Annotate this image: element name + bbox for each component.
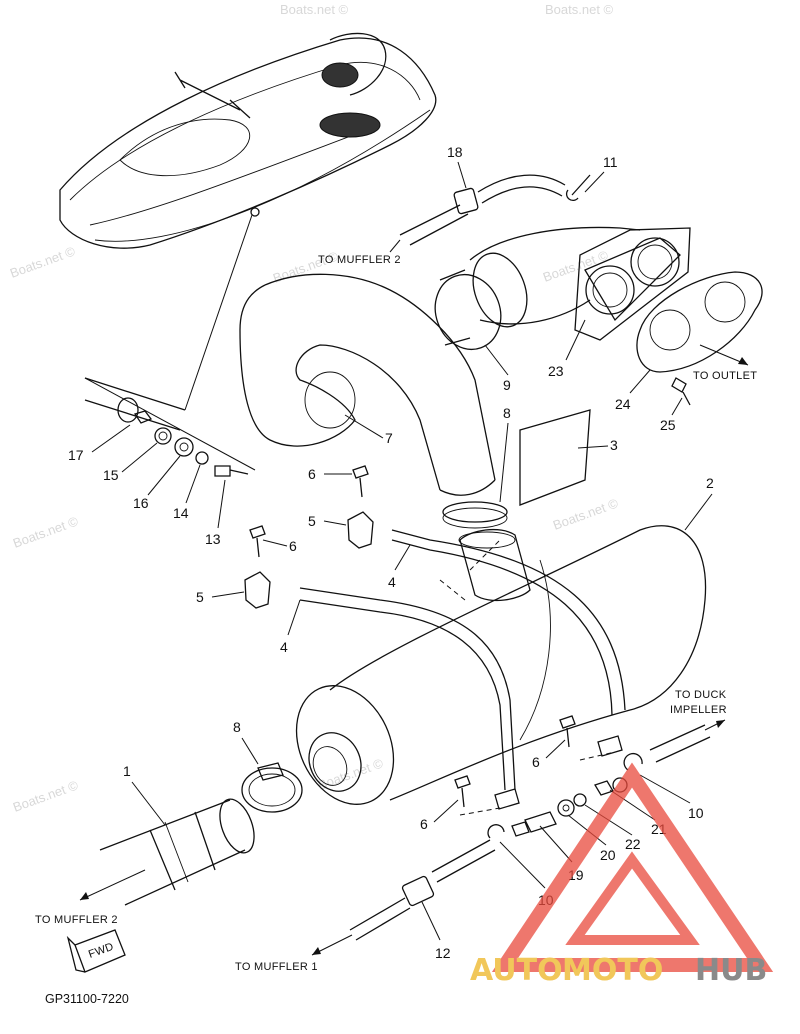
drawing-code: GP31100-7220 — [45, 992, 129, 1006]
callout-12: 12 — [435, 945, 451, 961]
exhaust-elbow — [434, 226, 691, 350]
callout-6a: 6 — [308, 466, 316, 482]
label-to-muffler-1: TO MUFFLER 1 — [235, 961, 318, 973]
watermark-text: Boats.net © — [11, 777, 81, 815]
hose-12 — [349, 839, 496, 941]
callout-20: 20 — [600, 847, 616, 863]
fwd-label: FWD — [87, 941, 115, 961]
callout-6b: 6 — [289, 538, 297, 554]
callout-10a: 10 — [688, 805, 704, 821]
watermark-text: Boats.net © — [8, 243, 78, 281]
muffler-2 — [295, 525, 707, 805]
callout-4b: 4 — [280, 639, 288, 655]
watermark-text: Boats.net © — [545, 2, 614, 17]
watermark-text: Boats.net © — [280, 2, 349, 17]
watermark-text: Boats.net © — [551, 495, 621, 533]
automotohub-logo: AUTO MOTO HUB — [470, 762, 774, 988]
callout-16: 16 — [133, 495, 149, 511]
pipe-1 — [99, 798, 255, 906]
callout-6c: 6 — [532, 754, 540, 770]
callout-2: 2 — [706, 475, 714, 491]
callout-17: 17 — [68, 447, 84, 463]
label-to-duck: TO DUCK — [675, 689, 727, 701]
left-fitting-assembly — [84, 377, 249, 477]
gasket-24 — [636, 271, 763, 373]
callout-22: 22 — [625, 836, 641, 852]
callout-5a: 5 — [308, 513, 316, 529]
callout-8: 8 — [503, 405, 511, 421]
callout-25: 25 — [660, 417, 676, 433]
watermarks: Boats.net © Boats.net © Boats.net © Boat… — [8, 2, 621, 815]
callout-18: 18 — [447, 144, 463, 160]
watercraft-illustration — [59, 32, 437, 249]
callout-15: 15 — [103, 467, 119, 483]
callout-7: 7 — [385, 430, 393, 446]
callout-13: 13 — [205, 531, 221, 547]
fwd-arrow: FWD — [66, 929, 126, 973]
callout-3: 3 — [610, 437, 618, 453]
exhaust-pipe-7 — [239, 273, 496, 496]
label-to-muffler-2-bottom: TO MUFFLER 2 — [35, 914, 118, 926]
callout-4a: 4 — [388, 574, 396, 590]
callout-5b: 5 — [196, 589, 204, 605]
callout-23: 23 — [548, 363, 564, 379]
callout-6d: 6 — [420, 816, 428, 832]
logo-auto-text: AUTO — [470, 953, 563, 988]
callout-24: 24 — [615, 396, 631, 412]
callout-9: 9 — [503, 377, 511, 393]
watermark-text: Boats.net © — [11, 513, 81, 551]
callout-1: 1 — [123, 763, 131, 779]
logo-hub-text: HUB — [695, 953, 767, 988]
watermark-text: Boats.net © — [541, 247, 611, 285]
label-to-muffler-2-top: TO MUFFLER 2 — [318, 254, 401, 266]
hose-18 — [399, 174, 566, 246]
callout-14: 14 — [173, 505, 189, 521]
callout-8b: 8 — [233, 719, 241, 735]
callout-11: 11 — [603, 154, 618, 170]
label-impeller: IMPELLER — [670, 704, 727, 716]
label-to-outlet: TO OUTLET — [693, 370, 757, 382]
logo-moto-text: MOTO — [562, 953, 663, 988]
